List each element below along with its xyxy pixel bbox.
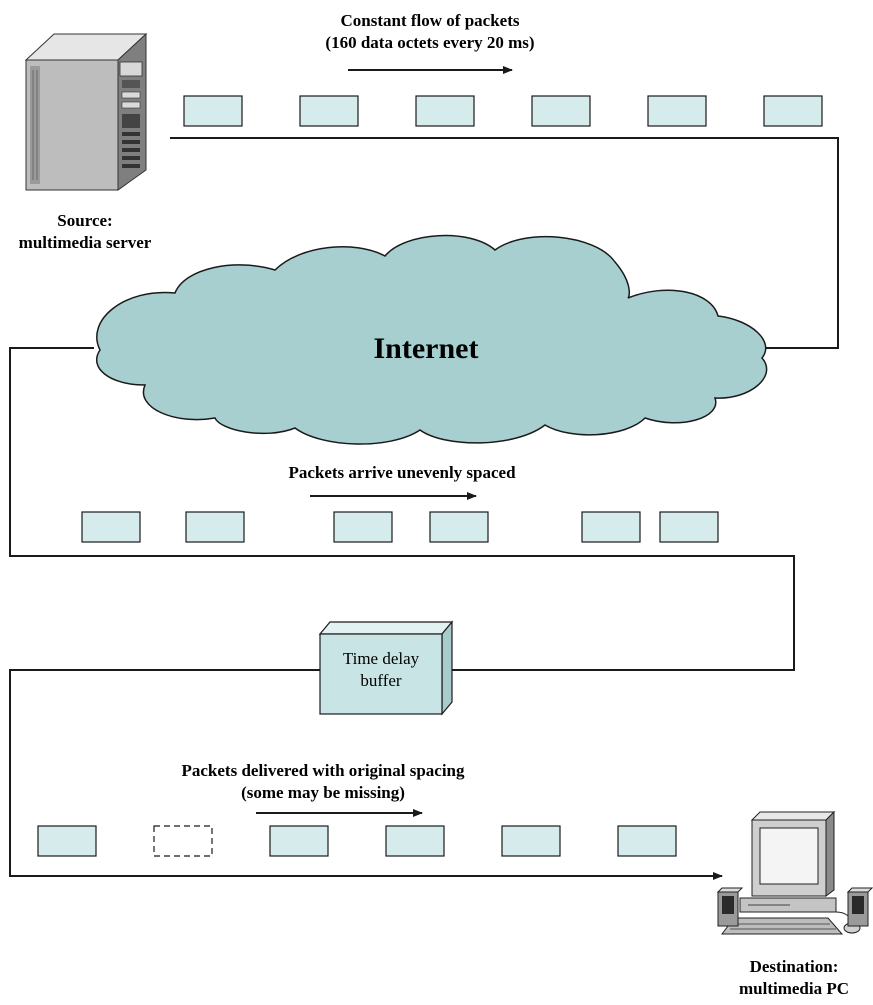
packet	[531, 95, 591, 127]
uneven-label: Packets arrive unevenly spaced	[288, 463, 516, 482]
packet	[763, 95, 823, 127]
flow-line-source-to-internet	[170, 137, 839, 349]
source-sublabel: multimedia server	[19, 233, 152, 252]
top-flow-subtitle: (160 data octets every 20 ms)	[325, 33, 534, 52]
packet	[617, 825, 677, 857]
internet-label: Internet	[374, 332, 479, 365]
packet	[299, 95, 359, 127]
packet	[333, 511, 393, 543]
packet	[185, 511, 245, 543]
desktop-pc-with-speakers-icon	[716, 810, 873, 935]
buffer-sublabel: buffer	[360, 671, 402, 690]
packet	[37, 825, 97, 857]
internet-cloud	[95, 234, 768, 445]
row1-packets	[183, 95, 823, 127]
top-flow-title: Constant flow of packets	[341, 11, 520, 30]
row3-packets	[37, 825, 677, 857]
flow-line-internet-to-buffer	[9, 347, 795, 671]
time-delay-buffer	[318, 620, 454, 716]
packet	[429, 511, 489, 543]
packet	[81, 511, 141, 543]
destination-sublabel: multimedia PC	[739, 979, 849, 998]
destination-label: Destination:	[750, 957, 839, 976]
packet	[385, 825, 445, 857]
packet	[183, 95, 243, 127]
packet	[647, 95, 707, 127]
packet	[415, 95, 475, 127]
missing-packet	[153, 825, 213, 857]
delivered-label: Packets delivered with original spacing	[181, 761, 465, 780]
row2-packets	[81, 511, 719, 543]
flow-line-buffer-to-destination	[9, 669, 723, 880]
packet	[269, 825, 329, 857]
source-label: Source:	[57, 211, 112, 230]
server-tower-icon	[24, 32, 148, 191]
packet	[501, 825, 561, 857]
delivered-sublabel: (some may be missing)	[241, 783, 405, 802]
buffer-label: Time delay	[343, 649, 420, 668]
packet	[581, 511, 641, 543]
packet	[659, 511, 719, 543]
